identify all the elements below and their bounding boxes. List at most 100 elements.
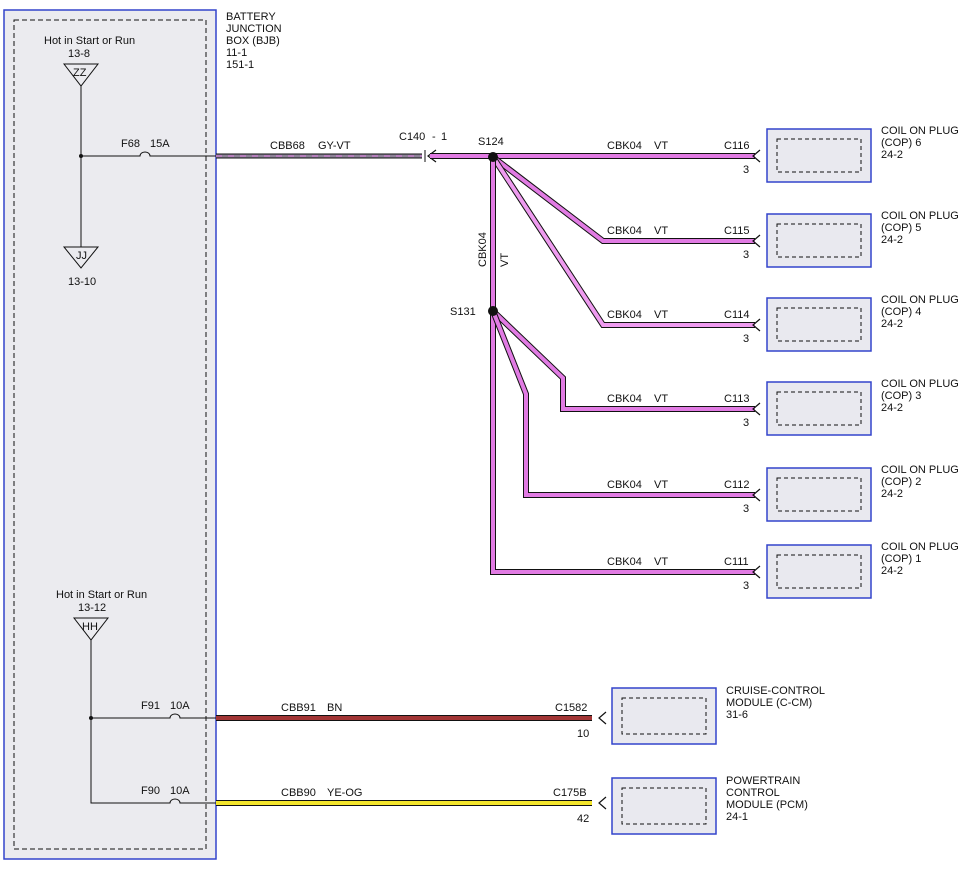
coil-module-box xyxy=(766,213,872,268)
module-box xyxy=(611,687,717,745)
svg-text:10A: 10A xyxy=(170,785,190,797)
wire-cbb91-color: BN xyxy=(327,702,342,714)
svg-text:(COP) 1: (COP) 1 xyxy=(881,553,921,565)
coil-wire-color: VT xyxy=(654,556,668,568)
hot-feed-zz: Hot in Start or Run 13-8 ZZ xyxy=(44,35,135,87)
module-connector: C1582 xyxy=(555,702,587,714)
coil-wire-circuit: CBK04 xyxy=(607,140,642,152)
wire-cbb90: CBB90 YE-OG xyxy=(216,787,592,806)
svg-text:11-1: 11-1 xyxy=(226,47,247,59)
svg-text:COIL ON PLUG: COIL ON PLUG xyxy=(881,125,959,137)
coil-pin: 3 xyxy=(743,503,749,515)
vertical-wire-circuit: CBK04 xyxy=(477,232,489,267)
hot-feed-zz-triangle-icon xyxy=(62,63,100,87)
splice-dot-icon xyxy=(488,306,498,316)
coil-wire-color: VT xyxy=(654,393,668,405)
fuse-icon xyxy=(160,713,216,719)
coil-row: CBK04 VT C112 3 COIL ON PLUG (COP) 2 24-… xyxy=(607,464,959,522)
svg-text:BATTERY: BATTERY xyxy=(226,11,276,23)
coil-row: CBK04 VT C115 3 COIL ON PLUG (COP) 5 24-… xyxy=(607,210,959,268)
module-pin: 42 xyxy=(577,813,589,825)
svg-text:24-2: 24-2 xyxy=(881,149,903,161)
bjb-title: BATTERY JUNCTION BOX (BJB) 11-1 151-1 xyxy=(226,11,282,71)
hot-feed-hh: Hot in Start or Run 13-12 HH xyxy=(56,589,147,641)
svg-text:-: - xyxy=(432,131,436,143)
svg-text:1: 1 xyxy=(441,131,447,143)
module-row: C175B 42 POWERTRAIN CONTROL MODULE (PCM)… xyxy=(553,775,808,835)
coil-connector: C112 xyxy=(724,479,749,491)
connector-arrow-icon xyxy=(752,488,761,502)
splice-s131: S131 xyxy=(450,306,498,318)
svg-text:MODULE (C-CM): MODULE (C-CM) xyxy=(726,697,812,709)
svg-text:F68: F68 xyxy=(121,138,140,150)
svg-text:24-2: 24-2 xyxy=(881,565,903,577)
coil-wire-circuit: CBK04 xyxy=(607,225,642,237)
fuse-f91: F91 10A xyxy=(141,700,216,719)
hot-feed-hh-ref: 13-12 xyxy=(78,602,106,614)
coil-module-box xyxy=(766,467,872,522)
svg-text:24-2: 24-2 xyxy=(881,318,903,330)
wire-cbb90-circuit: CBB90 xyxy=(281,787,316,799)
coil-pin: 3 xyxy=(743,164,749,176)
svg-text:BOX (BJB): BOX (BJB) xyxy=(226,35,280,47)
svg-text:10A: 10A xyxy=(170,700,190,712)
ref-jj-triangle-icon xyxy=(62,246,100,269)
svg-text:COIL ON PLUG: COIL ON PLUG xyxy=(881,541,959,553)
connector-arrow-icon xyxy=(752,234,761,248)
svg-text:CRUISE-CONTROL: CRUISE-CONTROL xyxy=(726,685,825,697)
coil-module-box xyxy=(766,381,872,436)
coil-row: CBK04 VT C116 3 COIL ON PLUG (COP) 6 24-… xyxy=(607,125,959,183)
coil-wire-color: VT xyxy=(654,140,668,152)
svg-text:MODULE (PCM): MODULE (PCM) xyxy=(726,799,808,811)
wire-cbb68: CBB68 GY-VT xyxy=(216,140,422,159)
coil-row: CBK04 VT C114 3 COIL ON PLUG (COP) 4 24-… xyxy=(607,294,959,352)
splice-s131-label: S131 xyxy=(450,306,476,318)
hot-feed-hh-triangle-icon xyxy=(72,617,110,641)
wire-cbb91: CBB91 BN xyxy=(216,702,592,721)
connector-arrow-icon xyxy=(752,149,761,163)
coil-wire-circuit: CBK04 xyxy=(607,556,642,568)
svg-text:24-2: 24-2 xyxy=(881,488,903,500)
svg-text:(COP) 2: (COP) 2 xyxy=(881,476,921,488)
svg-text:F91: F91 xyxy=(141,700,160,712)
svg-text:C140: C140 xyxy=(399,131,425,143)
coil-wire-color: VT xyxy=(654,479,668,491)
svg-text:24-2: 24-2 xyxy=(881,402,903,414)
svg-text:COIL ON PLUG: COIL ON PLUG xyxy=(881,210,959,222)
svg-text:151-1: 151-1 xyxy=(226,59,254,71)
connector-arrow-icon xyxy=(598,711,607,725)
module-row: C1582 10 CRUISE-CONTROL MODULE (C-CM) 31… xyxy=(555,685,825,745)
coil-pin: 3 xyxy=(743,249,749,261)
hot-feed-hh-tag: HH xyxy=(82,621,98,633)
svg-text:COIL ON PLUG: COIL ON PLUG xyxy=(881,464,959,476)
vertical-wire-color: VT xyxy=(499,253,511,267)
coil-connector: C116 xyxy=(724,140,749,152)
hot-feed-hh-label: Hot in Start or Run xyxy=(56,589,147,601)
violet-harness xyxy=(430,153,755,575)
module-box xyxy=(611,777,717,835)
coil-pin: 3 xyxy=(743,417,749,429)
svg-text:24-1: 24-1 xyxy=(726,811,748,823)
wire-cbb91-circuit: CBB91 xyxy=(281,702,316,714)
module-pin: 10 xyxy=(577,728,589,740)
connector-arrow-icon xyxy=(598,796,607,810)
coil-connector: C115 xyxy=(724,225,749,237)
splice-s124: S124 xyxy=(478,136,504,162)
coil-wire-circuit: CBK04 xyxy=(607,393,642,405)
coil-row: CBK04 VT C113 3 COIL ON PLUG (COP) 3 24-… xyxy=(607,378,959,436)
svg-text:F90: F90 xyxy=(141,785,160,797)
coil-connector: C113 xyxy=(724,393,749,405)
wire-cbb68-color: GY-VT xyxy=(318,140,351,152)
ref-jj-tag: JJ xyxy=(76,250,87,262)
coil-wire-color: VT xyxy=(654,309,668,321)
fuse-f90: F90 10A xyxy=(141,785,216,804)
splice-dot-icon xyxy=(488,152,498,162)
coil-connector: C114 xyxy=(724,309,749,321)
coil-row: CBK04 VT C111 3 COIL ON PLUG (COP) 1 24-… xyxy=(607,541,959,599)
hot-feed-zz-ref: 13-8 xyxy=(68,48,90,60)
connector-arrow-icon xyxy=(752,318,761,332)
hot-feed-zz-tag: ZZ xyxy=(73,67,87,79)
splice-s124-label: S124 xyxy=(478,136,504,148)
module-connector: C175B xyxy=(553,787,587,799)
